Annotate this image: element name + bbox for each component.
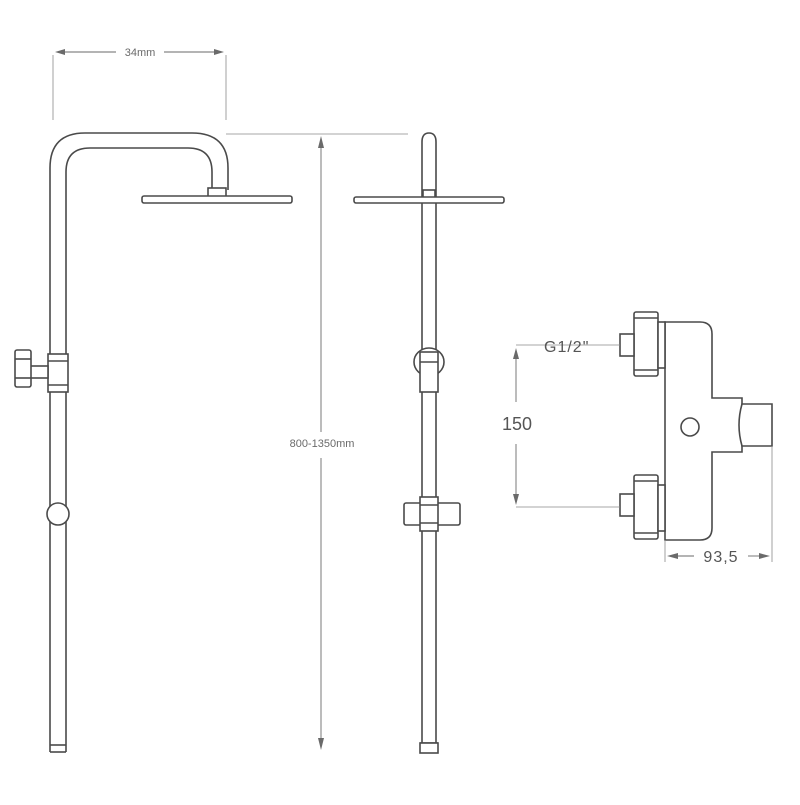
inlet-spacing-label: 150 [502, 414, 532, 434]
shower-column-front-view [353, 132, 505, 754]
riser-pipe-inner [65, 147, 213, 752]
riser-pipe-outline [49, 132, 229, 752]
thermostatic-mixer-view: G1/2" 150 93,5 [502, 311, 773, 566]
lower-inlet [619, 474, 666, 540]
inlet-spacing-dimension: 150 [502, 348, 532, 505]
column-height-label: 800-1350mm [290, 438, 355, 450]
inlet-thread-label: G1/2" [544, 339, 589, 356]
slider-ball [46, 502, 70, 526]
mixer-depth-dimension: 93,5 [664, 446, 773, 566]
arm-width-label: 34mm [125, 47, 156, 59]
temperature-cartridge [738, 403, 773, 447]
wall-bracket-knob [14, 349, 69, 393]
shower-column-side-view: 34mm [14, 47, 293, 753]
wall-bracket-front [413, 347, 445, 393]
riser-pipe-front [421, 132, 437, 752]
upper-inlet [619, 311, 666, 377]
mixer-body [664, 321, 743, 541]
arm-width-dimension: 34mm [52, 47, 227, 120]
rain-head-side [141, 195, 293, 204]
rain-head-front [353, 196, 505, 204]
hand-shower-holder [403, 496, 461, 532]
mixer-depth-label: 93,5 [703, 549, 738, 566]
flow-knob [680, 417, 700, 437]
column-height-dimension: 800-1350mm [226, 133, 408, 750]
